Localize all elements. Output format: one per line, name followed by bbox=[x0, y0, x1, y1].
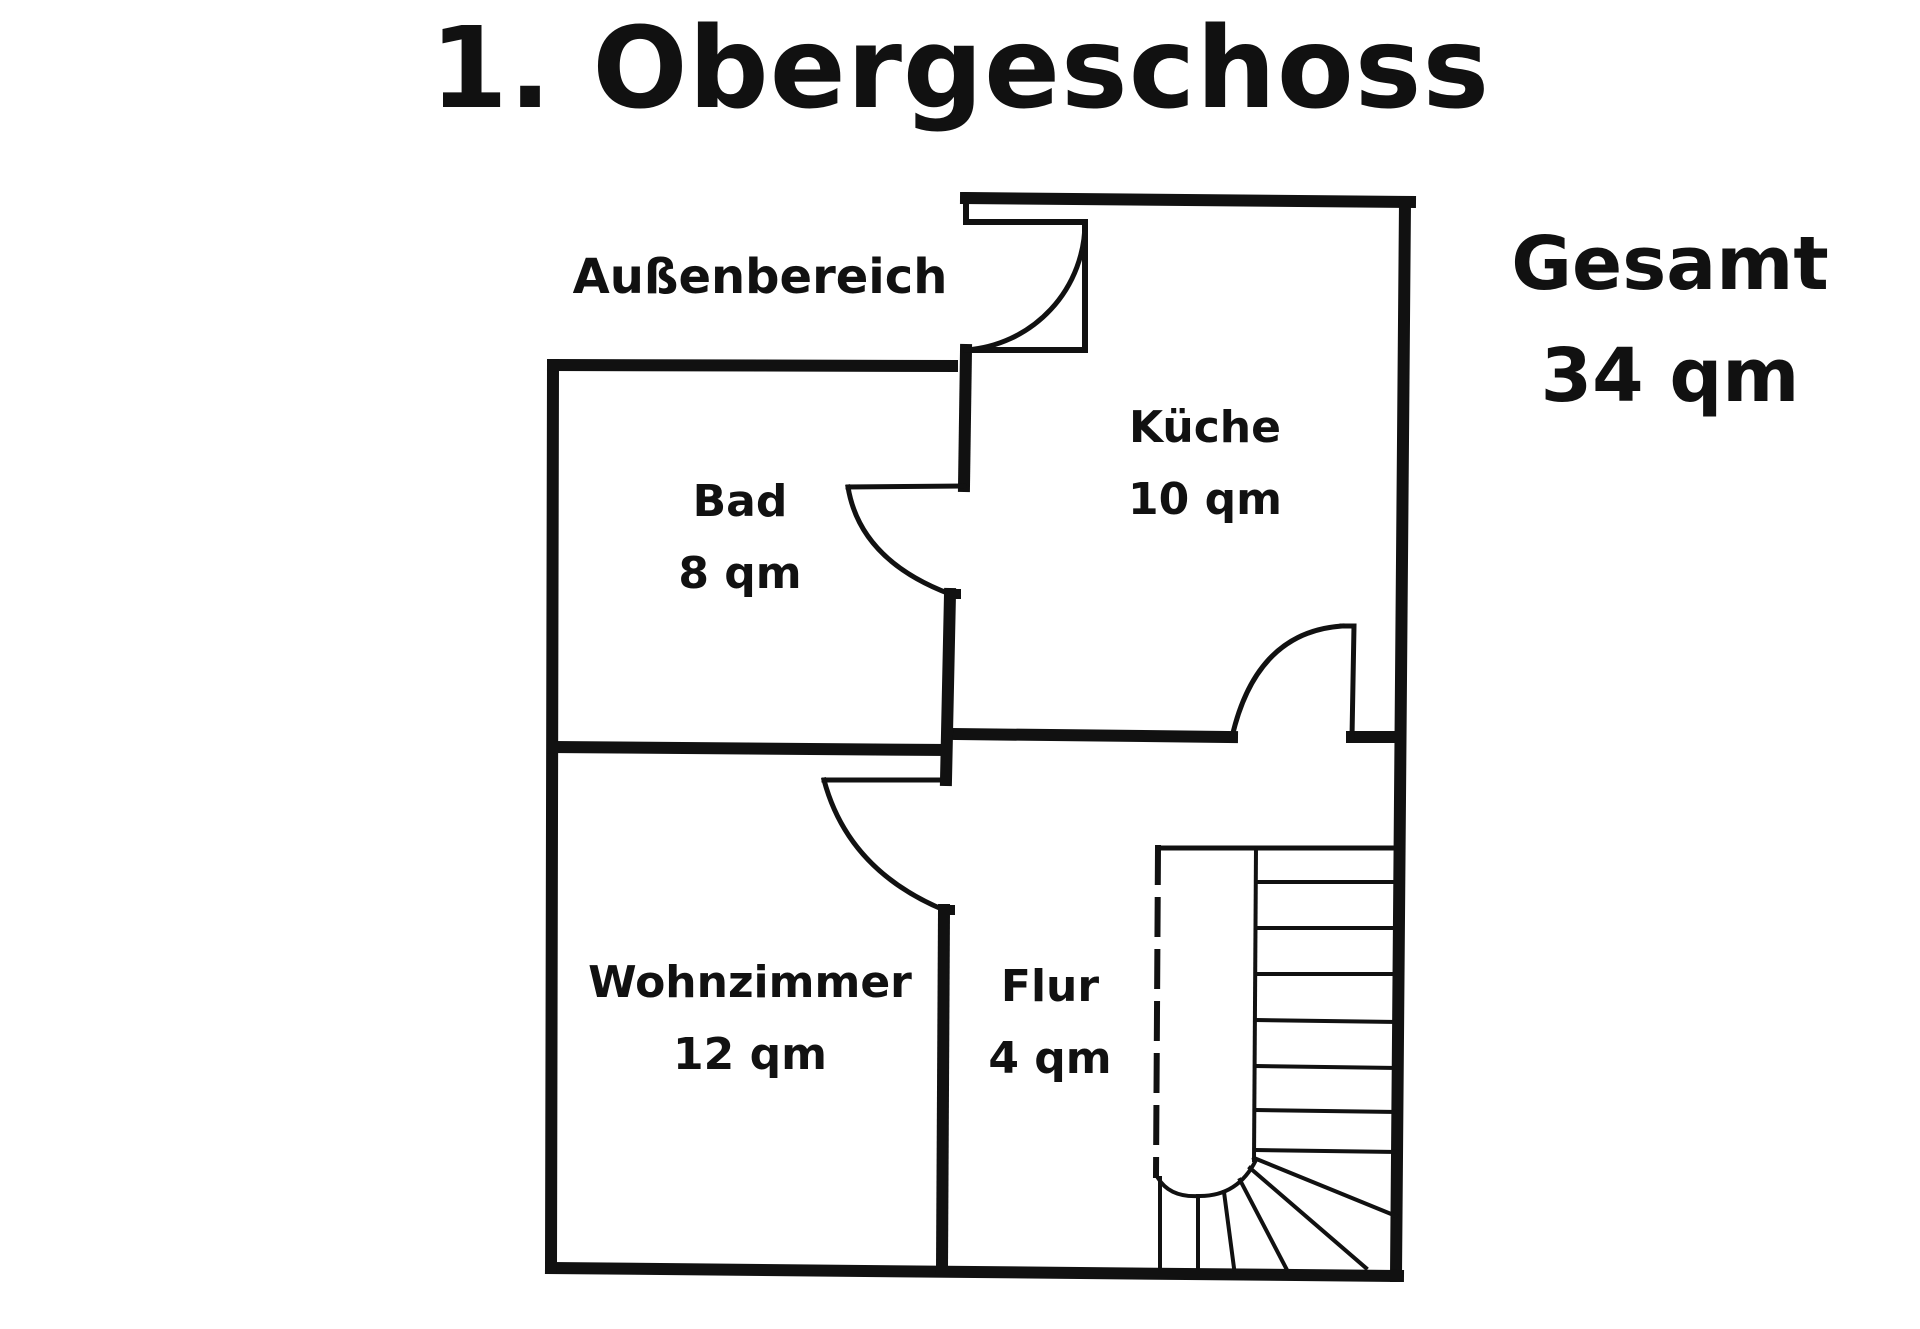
entrance-door-swing bbox=[963, 219, 1088, 353]
room-area: 8 qm bbox=[678, 548, 802, 599]
total-label: Gesamt bbox=[1511, 221, 1829, 307]
stair-winders bbox=[1158, 1155, 1399, 1271]
outside-area-label: Außenbereich bbox=[572, 249, 948, 305]
flur-door-leaf bbox=[1339, 623, 1357, 740]
room-name: Wohnzimmer bbox=[588, 957, 912, 1008]
room-area: 12 qm bbox=[673, 1029, 827, 1080]
room-name: Flur bbox=[1000, 961, 1100, 1012]
stair-treads bbox=[1253, 880, 1399, 1155]
bad-door-leaf bbox=[845, 483, 967, 490]
total-area: Gesamt 34 qm bbox=[1480, 208, 1860, 432]
outer-wall-left bbox=[544, 358, 560, 1275]
room-label-flur: Flur 4 qm bbox=[950, 951, 1150, 1095]
room-label-kueche: Küche 10 qm bbox=[1080, 392, 1330, 536]
wall-bad-kueche-upper bbox=[957, 343, 973, 493]
wohnzimmer-door-swing bbox=[820, 776, 948, 914]
total-value: 34 qm bbox=[1540, 333, 1800, 419]
entrance-door-leaf bbox=[963, 195, 1088, 353]
room-label-wohnzimmer: Wohnzimmer 12 qm bbox=[560, 947, 940, 1091]
wall-wohnzimmer-flur bbox=[935, 903, 951, 1275]
room-label-bad: Bad 8 qm bbox=[600, 466, 880, 610]
wall-bad-kueche-lower bbox=[939, 587, 957, 787]
page-title: 1. Obergeschoss bbox=[429, 4, 1491, 134]
stair-dashed-rail bbox=[1152, 844, 1162, 1179]
room-area: 4 qm bbox=[988, 1033, 1112, 1084]
outer-wall-top bbox=[959, 191, 1417, 209]
room-area: 10 qm bbox=[1128, 474, 1282, 525]
wall-kueche-flur-left bbox=[945, 727, 1239, 744]
flur-door-swing bbox=[1229, 623, 1345, 740]
outer-wall-bottom bbox=[544, 1261, 1405, 1283]
bad-wall-top bbox=[546, 358, 959, 373]
stair-inner-rail bbox=[1251, 845, 1259, 1163]
room-name: Bad bbox=[692, 476, 788, 527]
bad-door-swing bbox=[845, 484, 954, 598]
wall-bad-wohnzimmer bbox=[546, 740, 951, 757]
stair-newel bbox=[1155, 1157, 1259, 1199]
room-name: Küche bbox=[1129, 402, 1281, 453]
